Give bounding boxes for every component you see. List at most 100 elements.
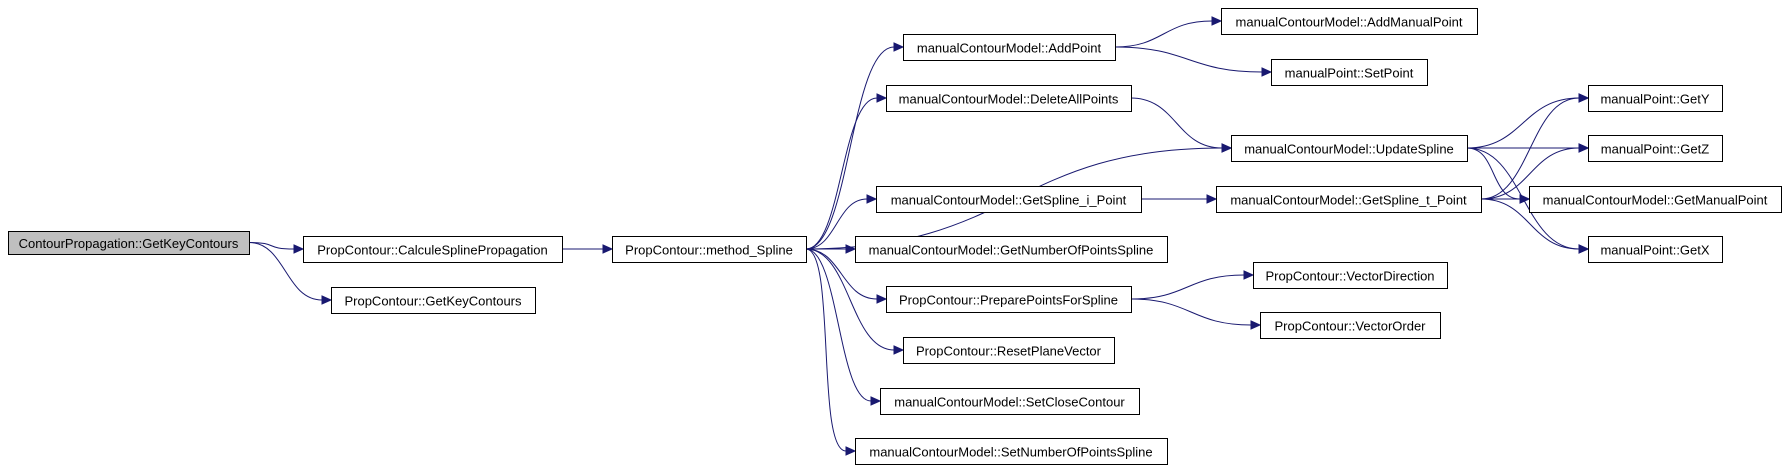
arrowhead-icon (893, 42, 905, 52)
node-box (903, 337, 1115, 364)
arrowhead-icon (870, 396, 882, 406)
edge-n3-to-n10 (805, 248, 882, 406)
node-label: manualContourModel::AddManualPoint (1236, 15, 1463, 30)
node-box (1588, 135, 1723, 162)
node-manual-point-get-x[interactable]: manualPoint::GetX (1588, 236, 1723, 263)
node-manual-point-set-point[interactable]: manualPoint::SetPoint (1271, 59, 1428, 86)
node-manual-contour-model-get-spline-i-point[interactable]: manualContourModel::GetSpline_i_Point (876, 186, 1142, 213)
edge-line (248, 242, 323, 301)
node-prop-contour-vector-direction[interactable]: PropContour::VectorDirection (1253, 262, 1448, 289)
node-label: PropContour::VectorDirection (1265, 269, 1434, 284)
node-label: manualContourModel::GetManualPoint (1543, 193, 1768, 208)
node-label: manualPoint::GetX (1600, 243, 1709, 258)
node-manual-contour-model-get-spline-t-point[interactable]: manualContourModel::GetSpline_t_Point (1216, 186, 1482, 213)
node-prop-contour-get-key-contours[interactable]: PropContour::GetKeyContours (331, 287, 536, 314)
node-label: manualContourModel::UpdateSpline (1244, 142, 1454, 157)
node-label: manualContourModel::GetNumberOfPointsSpl… (869, 243, 1154, 258)
node-box (1221, 8, 1478, 35)
node-prop-contour-reset-plane-vector[interactable]: PropContour::ResetPlaneVector (903, 337, 1115, 364)
node-prop-contour-method-spline[interactable]: PropContour::method_Spline (612, 236, 807, 263)
arrowhead-icon (876, 294, 888, 304)
node-label: PropContour::method_Spline (625, 243, 793, 258)
edge-line (1480, 147, 1580, 200)
edge-line (1130, 97, 1223, 149)
node-label: manualPoint::GetY (1600, 92, 1709, 107)
edge-line (805, 97, 878, 250)
edge-n3-to-n11 (805, 248, 857, 456)
edge-n1-to-n3 (562, 244, 614, 254)
arrowhead-icon (1250, 320, 1262, 330)
edge-line (1130, 298, 1252, 326)
node-box (855, 236, 1168, 263)
node-box (1253, 262, 1448, 289)
arrowhead-icon (876, 93, 888, 103)
arrowhead-icon (321, 295, 333, 305)
node-label: manualPoint::GetZ (1601, 142, 1709, 157)
node-label: PropContour::PreparePointsForSpline (899, 293, 1118, 308)
node-manual-point-get-z[interactable]: manualPoint::GetZ (1588, 135, 1723, 162)
node-label: ContourPropagation::GetKeyContours (19, 236, 239, 251)
edge-n15-to-n21 (1480, 198, 1590, 254)
edge-n0-to-n1 (248, 242, 305, 254)
edge-n3-to-n6 (805, 194, 878, 250)
node-box (886, 286, 1132, 313)
arrowhead-icon (1519, 194, 1531, 204)
node-box (880, 388, 1140, 415)
edge-n14-to-n18 (1466, 93, 1590, 149)
node-manual-contour-model-get-manual-point[interactable]: manualContourModel::GetManualPoint (1529, 186, 1782, 213)
node-manual-contour-model-update-spline[interactable]: manualContourModel::UpdateSpline (1231, 135, 1468, 162)
edge-line (805, 248, 872, 402)
node-label: PropContour::VectorOrder (1274, 319, 1426, 334)
node-box (1231, 135, 1468, 162)
edge-line (1114, 20, 1213, 48)
arrowhead-icon (893, 345, 905, 355)
node-box (1216, 186, 1482, 213)
node-label: manualContourModel::GetSpline_t_Point (1230, 193, 1467, 208)
edge-n4-to-n13 (1114, 46, 1273, 77)
node-box (1529, 186, 1782, 213)
arrowhead-icon (1578, 244, 1590, 254)
edge-n5-to-n14 (1130, 97, 1233, 153)
edge-n0-to-n2 (248, 242, 333, 305)
edge-n3-to-n7 (806, 244, 857, 254)
node-contour-propagation-get-key-contours[interactable]: ContourPropagation::GetKeyContours (8, 231, 250, 255)
node-manual-contour-model-set-number-of-points-spline[interactable]: manualContourModel::SetNumberOfPointsSpl… (855, 438, 1168, 465)
edge-line (1114, 46, 1263, 73)
node-box (1271, 59, 1428, 86)
node-manual-contour-model-add-manual-point[interactable]: manualContourModel::AddManualPoint (1221, 8, 1478, 35)
node-label: manualContourModel::SetNumberOfPointsSpl… (869, 445, 1152, 460)
node-label: PropContour::CalculeSplinePropagation (317, 243, 548, 258)
node-manual-contour-model-get-number-of-points-spline[interactable]: manualContourModel::GetNumberOfPointsSpl… (855, 236, 1168, 263)
arrowhead-icon (602, 244, 614, 254)
edge-line (1130, 274, 1245, 300)
node-label: manualPoint::SetPoint (1285, 66, 1414, 81)
node-manual-contour-model-set-close-contour[interactable]: manualContourModel::SetCloseContour (880, 388, 1140, 415)
node-manual-point-get-y[interactable]: manualPoint::GetY (1588, 85, 1723, 112)
node-box (303, 236, 563, 263)
node-label: manualContourModel::GetSpline_i_Point (891, 193, 1127, 208)
node-prop-contour-vector-order[interactable]: PropContour::VectorOrder (1260, 312, 1441, 339)
node-prop-contour-calcule-spline-propagation[interactable]: PropContour::CalculeSplinePropagation (303, 236, 563, 263)
edge-n14-to-n19 (1467, 143, 1590, 153)
node-label: manualContourModel::SetCloseContour (894, 395, 1125, 410)
node-label: PropContour::GetKeyContours (344, 294, 522, 309)
arrowhead-icon (1221, 143, 1233, 153)
node-manual-contour-model-add-point[interactable]: manualContourModel::AddPoint (903, 34, 1116, 61)
node-prop-contour-prepare-points-for-spline[interactable]: PropContour::PreparePointsForSpline (886, 286, 1132, 313)
edge-n8-to-n16 (1130, 270, 1255, 300)
node-label: manualContourModel::AddPoint (917, 41, 1102, 56)
arrowhead-icon (845, 244, 857, 254)
node-box (8, 231, 250, 255)
edge-line (805, 248, 847, 452)
arrowhead-icon (1578, 93, 1590, 103)
arrowhead-icon (1211, 16, 1223, 26)
edge-line (805, 198, 868, 250)
node-manual-contour-model-delete-all-points[interactable]: manualContourModel::DeleteAllPoints (886, 85, 1132, 112)
node-box (1260, 312, 1441, 339)
edge-n3-to-n9 (805, 248, 905, 355)
node-box (903, 34, 1116, 61)
edge-line (805, 248, 895, 351)
edge-n6-to-n15 (1141, 194, 1218, 204)
